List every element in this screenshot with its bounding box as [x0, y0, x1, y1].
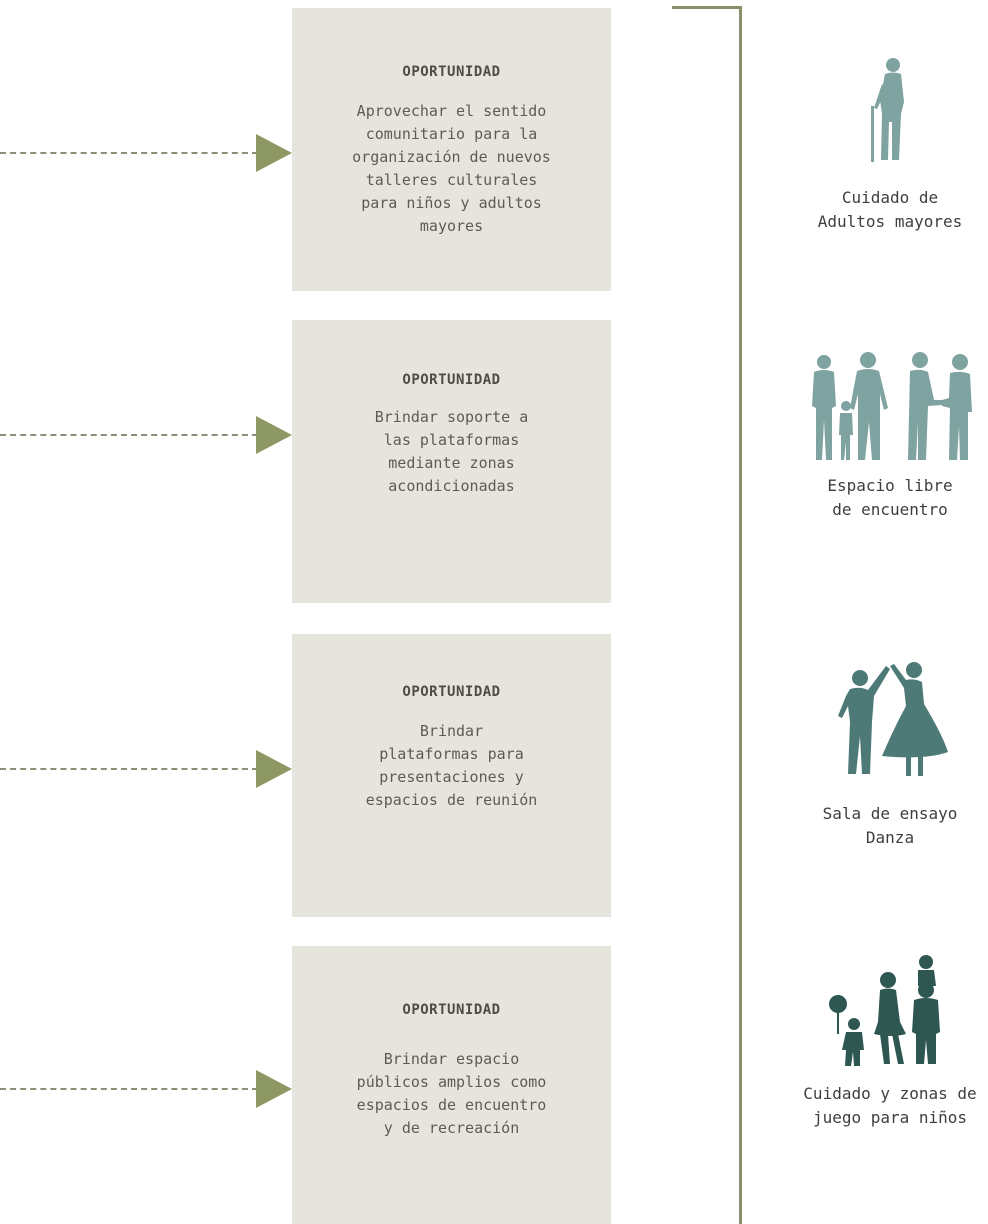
facility-label-line: Sala de ensayo — [822, 804, 958, 823]
facility-label-line: Cuidado y zonas de — [803, 1084, 977, 1103]
group-of-people-icon — [812, 352, 972, 460]
opportunity-text-line: espacios de encuentro — [356, 1096, 547, 1114]
opportunity-text-line: para niños y adultos — [361, 194, 542, 212]
dashed-connector-2 — [0, 434, 258, 436]
arrow-icon — [256, 134, 292, 172]
facility-elderly-care: Cuidado de Adultos mayores — [790, 56, 988, 234]
facility-label-line: Danza — [865, 828, 915, 847]
opportunity-heading: OPORTUNIDAD — [402, 372, 501, 388]
arrow-icon — [256, 1070, 292, 1108]
facility-dance-room: Sala de ensayo Danza — [790, 656, 988, 850]
opportunity-text-line: acondicionadas — [388, 477, 515, 495]
facility-label-line: Adultos mayores — [817, 212, 963, 231]
arrow-icon — [256, 416, 292, 454]
facility-label-line: de encuentro — [832, 500, 948, 519]
opportunity-box-1: OPORTUNIDAD Aprovechar el sentido comuni… — [292, 8, 611, 291]
dashed-connector-1 — [0, 152, 258, 154]
facility-label-line: Cuidado de — [841, 188, 939, 207]
opportunity-text-line: Brindar espacio — [383, 1050, 520, 1068]
bracket-vertical-line — [739, 6, 742, 1224]
opportunity-text-line: comunitario para la — [365, 125, 538, 143]
facility-label-line: juego para niños — [812, 1108, 968, 1127]
dancing-couple-icon — [838, 662, 948, 776]
opportunity-text-line: públicos amplios como — [356, 1073, 547, 1091]
opportunity-text-line: Aprovechar el sentido — [356, 102, 547, 120]
opportunity-heading: OPORTUNIDAD — [402, 64, 501, 80]
arrow-icon — [256, 750, 292, 788]
facility-label-line: Espacio libre — [827, 476, 953, 495]
facility-meeting-space: Espacio libre de encuentro — [790, 350, 988, 522]
opportunity-text-line: organización de nuevos — [352, 148, 551, 166]
opportunity-heading: OPORTUNIDAD — [402, 1002, 501, 1018]
opportunity-text-line: mediante zonas — [388, 454, 515, 472]
opportunity-text-line: plataformas para — [379, 745, 524, 763]
opportunity-heading: OPORTUNIDAD — [402, 684, 501, 700]
dashed-connector-4 — [0, 1088, 258, 1090]
opportunity-text-line: talleres culturales — [365, 171, 538, 189]
opportunity-text-line: espacios de reunión — [365, 791, 538, 809]
opportunity-box-4: OPORTUNIDAD Brindar espacio públicos amp… — [292, 946, 611, 1224]
opportunity-text-line: y de recreación — [383, 1119, 520, 1137]
elderly-person-icon — [871, 58, 904, 162]
opportunity-text-line: mayores — [419, 217, 484, 235]
bracket-top-line — [672, 6, 742, 9]
opportunity-text-line: Brindar soporte a — [374, 408, 529, 426]
opportunity-box-3: OPORTUNIDAD Brindar plataformas para pre… — [292, 634, 611, 917]
dashed-connector-3 — [0, 768, 258, 770]
opportunity-text-line: las plataformas — [383, 431, 520, 449]
opportunity-text-line: Brindar — [419, 722, 484, 740]
facility-childcare-play: Cuidado y zonas de juego para niños — [790, 952, 988, 1130]
opportunity-box-2: OPORTUNIDAD Brindar soporte a las plataf… — [292, 320, 611, 603]
opportunity-text-line: presentaciones y — [379, 768, 524, 786]
family-with-children-icon — [829, 955, 940, 1066]
